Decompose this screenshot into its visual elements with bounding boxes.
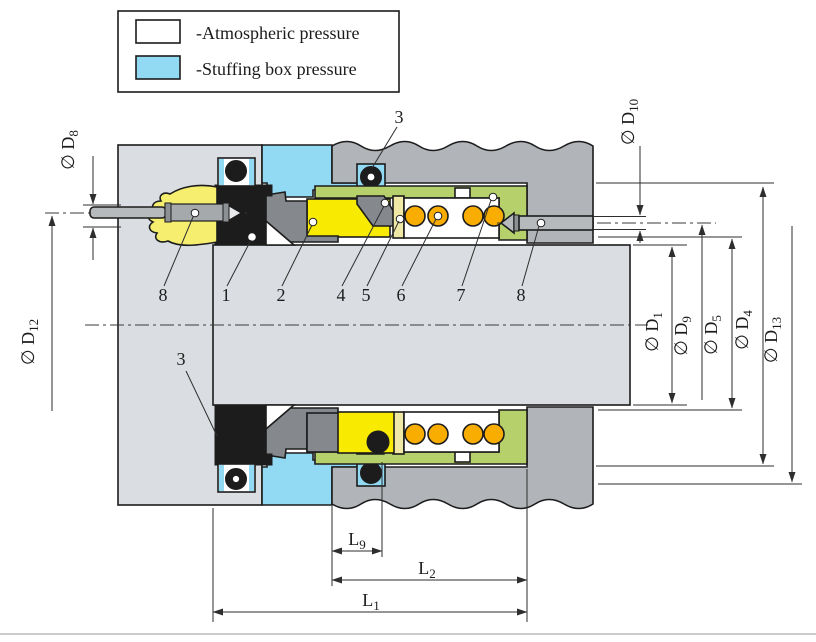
stationary-seal-ring <box>214 184 273 246</box>
part-label-7: 7 <box>457 285 466 305</box>
dim-label-d4: ∅ D4 <box>732 310 755 350</box>
o-ring-center-mark <box>231 474 241 484</box>
seal-parts-bottom-half-mirror <box>214 404 594 510</box>
leader-dot-8-right <box>536 218 546 228</box>
right-set-screw-shank <box>518 215 594 231</box>
part-label-6: 6 <box>397 285 406 305</box>
dim-label-l1: L1 <box>362 590 380 613</box>
dim-label-d1: ∅ D1 <box>642 312 665 352</box>
bottom-half-differences <box>231 411 395 484</box>
o-ring-bottom <box>366 430 390 454</box>
part-label-3-top: 3 <box>395 107 404 127</box>
set-screws-and-bellows <box>45 173 716 247</box>
dim-label-l9: L9 <box>348 529 366 552</box>
dim-label-d12: ∅ D12 <box>18 319 41 365</box>
left-set-screw-shank <box>89 206 167 219</box>
leader-line <box>371 126 398 169</box>
leader-dot-5 <box>395 214 405 224</box>
leader-line <box>401 218 437 287</box>
length-dimensions: L9 L2 L1 <box>212 462 528 622</box>
dim-label-l2: L2 <box>418 558 436 581</box>
legend-label-stuffing-box: -Stuffing box pressure <box>196 59 357 79</box>
rotating-seal-face-bottom <box>306 412 341 453</box>
leader-dot-4 <box>380 198 390 208</box>
leader-dot-8-left <box>190 208 200 218</box>
dim-label-d5: ∅ D5 <box>701 315 724 355</box>
dim-label-d9: ∅ D9 <box>671 316 694 356</box>
part-label-1: 1 <box>222 285 231 305</box>
legend-swatch-stuffing-box <box>135 55 181 80</box>
leader-line <box>521 225 540 287</box>
spring-coil <box>404 205 426 227</box>
part-label-8-left: 8 <box>159 285 168 305</box>
spring-retainer <box>314 185 528 241</box>
leader-dot-2 <box>308 217 318 227</box>
legend-label-atmospheric: -Atmospheric pressure <box>196 23 359 43</box>
leader-line <box>185 370 218 437</box>
legend: -Atmospheric pressure -Stuffing box pres… <box>117 10 400 93</box>
gland-o-ring-gap <box>219 159 224 185</box>
part-callouts: 3 3 8 1 2 4 5 6 7 8 <box>159 107 540 437</box>
leader-line <box>341 205 385 287</box>
leader-line <box>163 216 194 287</box>
leader-line <box>366 220 400 287</box>
gland-o-ring <box>225 160 247 182</box>
leader-line <box>281 224 313 287</box>
leader-dot-7 <box>488 192 498 202</box>
part-label-8-right: 8 <box>517 285 526 305</box>
left-screw-tip <box>228 205 242 221</box>
part-label-3-bottom: 3 <box>177 349 186 369</box>
left-screw-collar <box>222 202 230 223</box>
dim-label-d10: ∅ D10 <box>618 99 641 145</box>
dim-label-d8: ∅ D8 <box>58 130 81 170</box>
part-label-5: 5 <box>362 285 371 305</box>
leader-line <box>461 199 492 287</box>
diameter-dimensions: ∅ D8 ∅ D12 ∅ D10 ∅ D1 ∅ D9 ∅ D5 ∅ D4 ∅ D… <box>18 99 802 485</box>
legend-swatch-atmospheric <box>135 19 181 44</box>
gland-o-ring-gap <box>249 159 254 185</box>
dim-label-d13: ∅ D13 <box>761 317 784 363</box>
leader-line <box>226 239 252 287</box>
leader-dot-3-top <box>367 173 375 181</box>
retainer-notch <box>454 187 471 199</box>
spring-coil <box>483 205 505 227</box>
part-label-2: 2 <box>277 285 286 305</box>
left-screw-collar <box>164 202 172 223</box>
spring-coil <box>462 205 484 227</box>
part-label-4: 4 <box>337 285 346 305</box>
leader-dot-6 <box>433 211 443 221</box>
leader-dot-1 <box>248 233 256 241</box>
